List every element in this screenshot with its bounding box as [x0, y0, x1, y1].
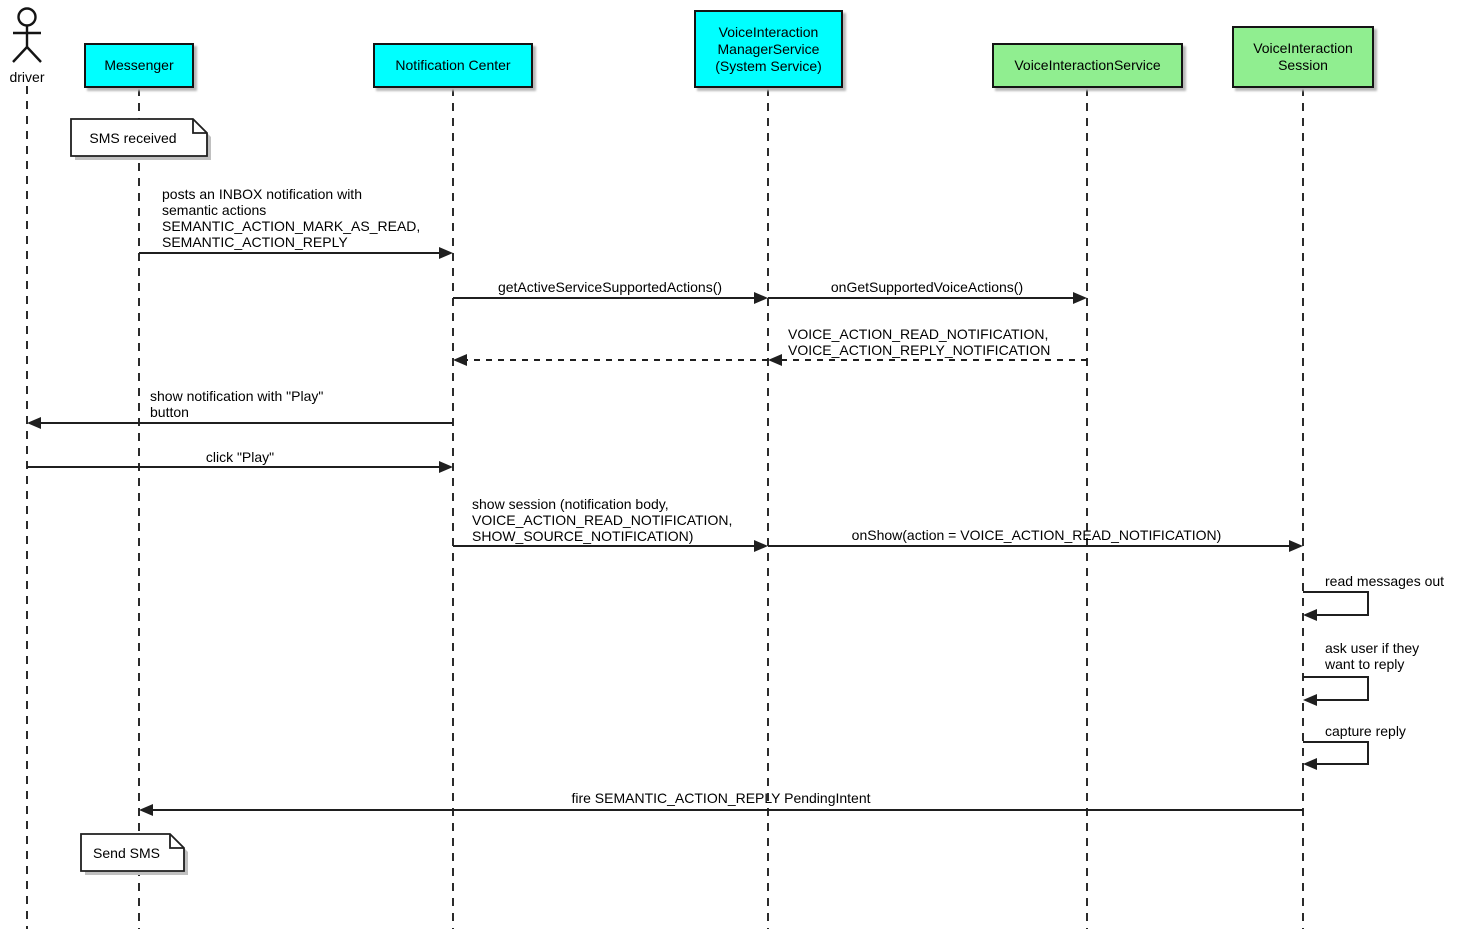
arrowhead-on-get-supported — [1073, 292, 1087, 304]
arrowhead-actions-return-to-nc — [453, 354, 467, 366]
participant-vims-line1: VoiceInteraction — [718, 23, 819, 40]
arrowhead-click-play — [439, 461, 453, 473]
message-voice-actions-line1: VOICE_ACTION_READ_NOTIFICATION, — [788, 326, 1049, 342]
message-ask-user-line1: ask user if they — [1325, 640, 1420, 656]
participant-notification-center: Notification Center — [373, 43, 533, 88]
note-sms-received-fold — [192, 119, 207, 134]
message-show-notification-line1: show notification with "Play" — [150, 388, 324, 404]
message-show-session-line3: SHOW_SOURCE_NOTIFICATION) — [472, 528, 694, 544]
note-send-sms-fold — [169, 834, 184, 849]
message-show-session-line1: show session (notification body, — [472, 496, 669, 512]
note-shapes — [70, 118, 211, 875]
participant-vims-line3: (System Service) — [715, 57, 822, 74]
message-posts-inbox-line4: SEMANTIC_ACTION_REPLY — [162, 234, 348, 250]
message-label-capture-reply: capture reply — [1325, 723, 1406, 739]
message-show-notification-line2: button — [150, 404, 189, 420]
message-label-click-play: click "Play" — [205, 449, 275, 465]
message-label-fire-reply: fire SEMANTIC_ACTION_REPLY PendingIntent — [571, 790, 871, 806]
actor-leg-left — [12, 46, 28, 63]
message-arrows — [27, 247, 1369, 816]
arrow-capture-reply — [1303, 741, 1369, 765]
arrowhead-posts-inbox — [439, 247, 453, 259]
lifelines — [26, 86, 1304, 929]
participant-messenger-label: Messenger — [104, 57, 174, 73]
note-send-sms-shape — [80, 833, 185, 872]
message-label-show-session: show session (notification body, VOICE_A… — [472, 496, 732, 544]
actor-label: driver — [9, 69, 45, 85]
arrowhead-ask-user — [1303, 694, 1317, 706]
message-label-show-notification: show notification with "Play" button — [150, 388, 323, 420]
message-label-read-messages: read messages out — [1325, 573, 1445, 589]
message-posts-inbox-line3: SEMANTIC_ACTION_MARK_AS_READ, — [162, 218, 421, 234]
arrowhead-fire-reply — [139, 804, 153, 816]
participant-vims-label: VoiceInteraction ManagerService (System … — [715, 24, 822, 75]
message-voice-actions-line2: VOICE_ACTION_REPLY_NOTIFICATION — [788, 342, 1051, 358]
arrowhead-on-show — [1289, 540, 1303, 552]
arrowhead-show-session — [754, 540, 768, 552]
message-show-session-line2: VOICE_ACTION_READ_NOTIFICATION, — [472, 512, 733, 528]
participant-session-label: VoiceInteraction Session — [1253, 40, 1353, 74]
arrowhead-read-messages — [1303, 609, 1317, 621]
message-ask-user-line2: want to reply — [1325, 656, 1405, 672]
message-label-on-get-supported: onGetSupportedVoiceActions() — [830, 279, 1024, 295]
participant-session-line2: Session — [1278, 57, 1328, 73]
message-posts-inbox-line1: posts an INBOX notification with — [162, 186, 362, 202]
participant-vims-line2: ManagerService — [717, 40, 820, 57]
participant-voiceinteractionservice: VoiceInteractionService — [992, 43, 1183, 88]
arrowhead-capture-reply — [1303, 758, 1317, 770]
actor-icon — [12, 7, 42, 63]
participant-notification-center-label: Notification Center — [395, 57, 511, 73]
participant-voiceinteraction-session: VoiceInteraction Session — [1232, 26, 1374, 88]
message-label-ask-user: ask user if they want to reply — [1325, 640, 1419, 672]
message-label-posts-inbox: posts an INBOX notification with semanti… — [162, 186, 420, 250]
participant-vis-label: VoiceInteractionService — [1014, 57, 1161, 73]
message-label-voice-actions-return: VOICE_ACTION_READ_NOTIFICATION, VOICE_AC… — [788, 326, 1050, 358]
arrowhead-voice-actions-return — [768, 354, 782, 366]
arrow-read-messages — [1303, 591, 1369, 616]
message-label-on-show: onShow(action = VOICE_ACTION_READ_NOTIFI… — [851, 527, 1222, 543]
message-posts-inbox-line2: semantic actions — [162, 202, 267, 218]
actor-head — [17, 7, 37, 27]
arrowhead-show-notification — [27, 417, 41, 429]
participant-voiceinteraction-managerservice: VoiceInteraction ManagerService (System … — [694, 10, 843, 88]
arrowhead-get-active-actions — [754, 292, 768, 304]
arrow-ask-user — [1303, 676, 1369, 701]
note-sms-received-shape — [70, 118, 208, 157]
note-sms-received: SMS received — [89, 129, 177, 146]
message-label-get-active-actions: getActiveServiceSupportedActions() — [497, 279, 723, 295]
participant-session-line1: VoiceInteraction — [1253, 40, 1353, 56]
participant-messenger: Messenger — [84, 43, 194, 88]
actor-leg-right — [26, 46, 42, 63]
note-send-sms: Send SMS — [93, 844, 160, 861]
